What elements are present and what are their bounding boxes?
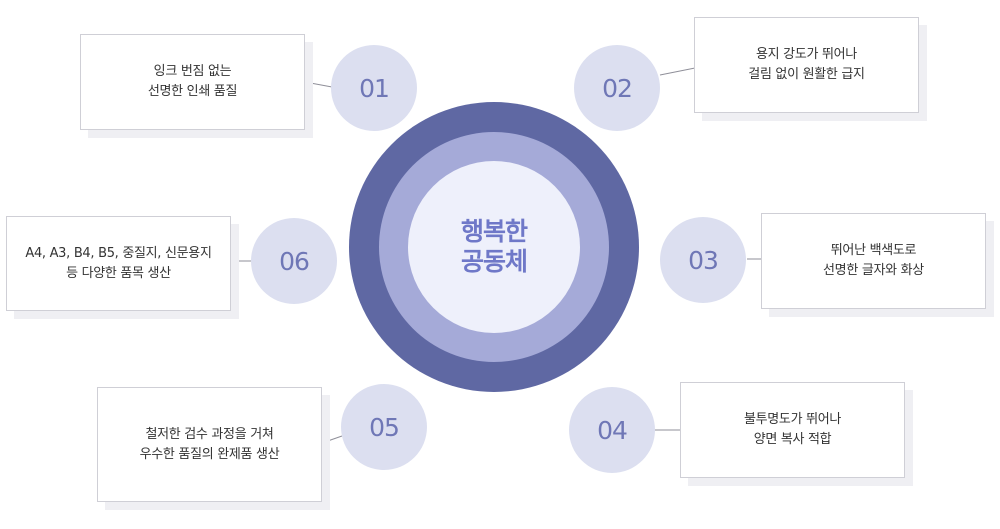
feature-number-05: 05	[369, 412, 400, 442]
connector-05	[321, 435, 343, 444]
feature-text-05: 철저한 검수 과정을 거쳐 우수한 품질의 완제품 생산	[139, 426, 280, 462]
center-inner-circle: 행복한 공동체	[408, 161, 580, 333]
feature-number-circle-03: 03	[660, 217, 746, 303]
feature-number-01: 01	[359, 73, 390, 103]
feature-text-01: 잉크 번짐 없는 선명한 인쇄 품질	[147, 64, 238, 99]
feature-card-03: 뛰어난 백색도로 선명한 글자와 화상	[761, 213, 986, 309]
feature-number-03: 03	[688, 245, 719, 275]
feature-card-04: 불투명도가 뛰어나 양면 복사 적합	[680, 382, 905, 478]
center-title: 행복한 공동체	[460, 217, 528, 276]
feature-text-04: 불투명도가 뛰어나 양면 복사 적합	[743, 412, 842, 447]
feature-text-03: 뛰어난 백색도로 선명한 글자와 화상	[823, 243, 924, 278]
feature-number-circle-02: 02	[574, 45, 660, 131]
feature-number-04: 04	[597, 415, 628, 445]
feature-card-01: 잉크 번짐 없는 선명한 인쇄 품질	[80, 34, 305, 130]
feature-card-05: 철저한 검수 과정을 거쳐 우수한 품질의 완제품 생산	[97, 387, 322, 502]
feature-card-02: 용지 강도가 뛰어나 걸림 없이 원활한 급지	[694, 17, 919, 113]
feature-text-02: 용지 강도가 뛰어나 걸림 없이 원활한 급지	[748, 47, 865, 82]
feature-text-06: A4, A3, B4, B5, 중질지, 신문용지 등 다양한 품목 생산	[25, 245, 212, 281]
feature-card-06: A4, A3, B4, B5, 중질지, 신문용지 등 다양한 품목 생산	[6, 216, 231, 311]
feature-number-circle-05: 05	[341, 384, 427, 470]
connector-02	[659, 67, 696, 76]
feature-number-circle-04: 04	[569, 387, 655, 473]
feature-number-02: 02	[602, 73, 633, 103]
connector-01	[304, 81, 333, 88]
feature-number-circle-01: 01	[331, 45, 417, 131]
feature-number-circle-06: 06	[251, 218, 337, 304]
feature-number-06: 06	[279, 246, 310, 276]
